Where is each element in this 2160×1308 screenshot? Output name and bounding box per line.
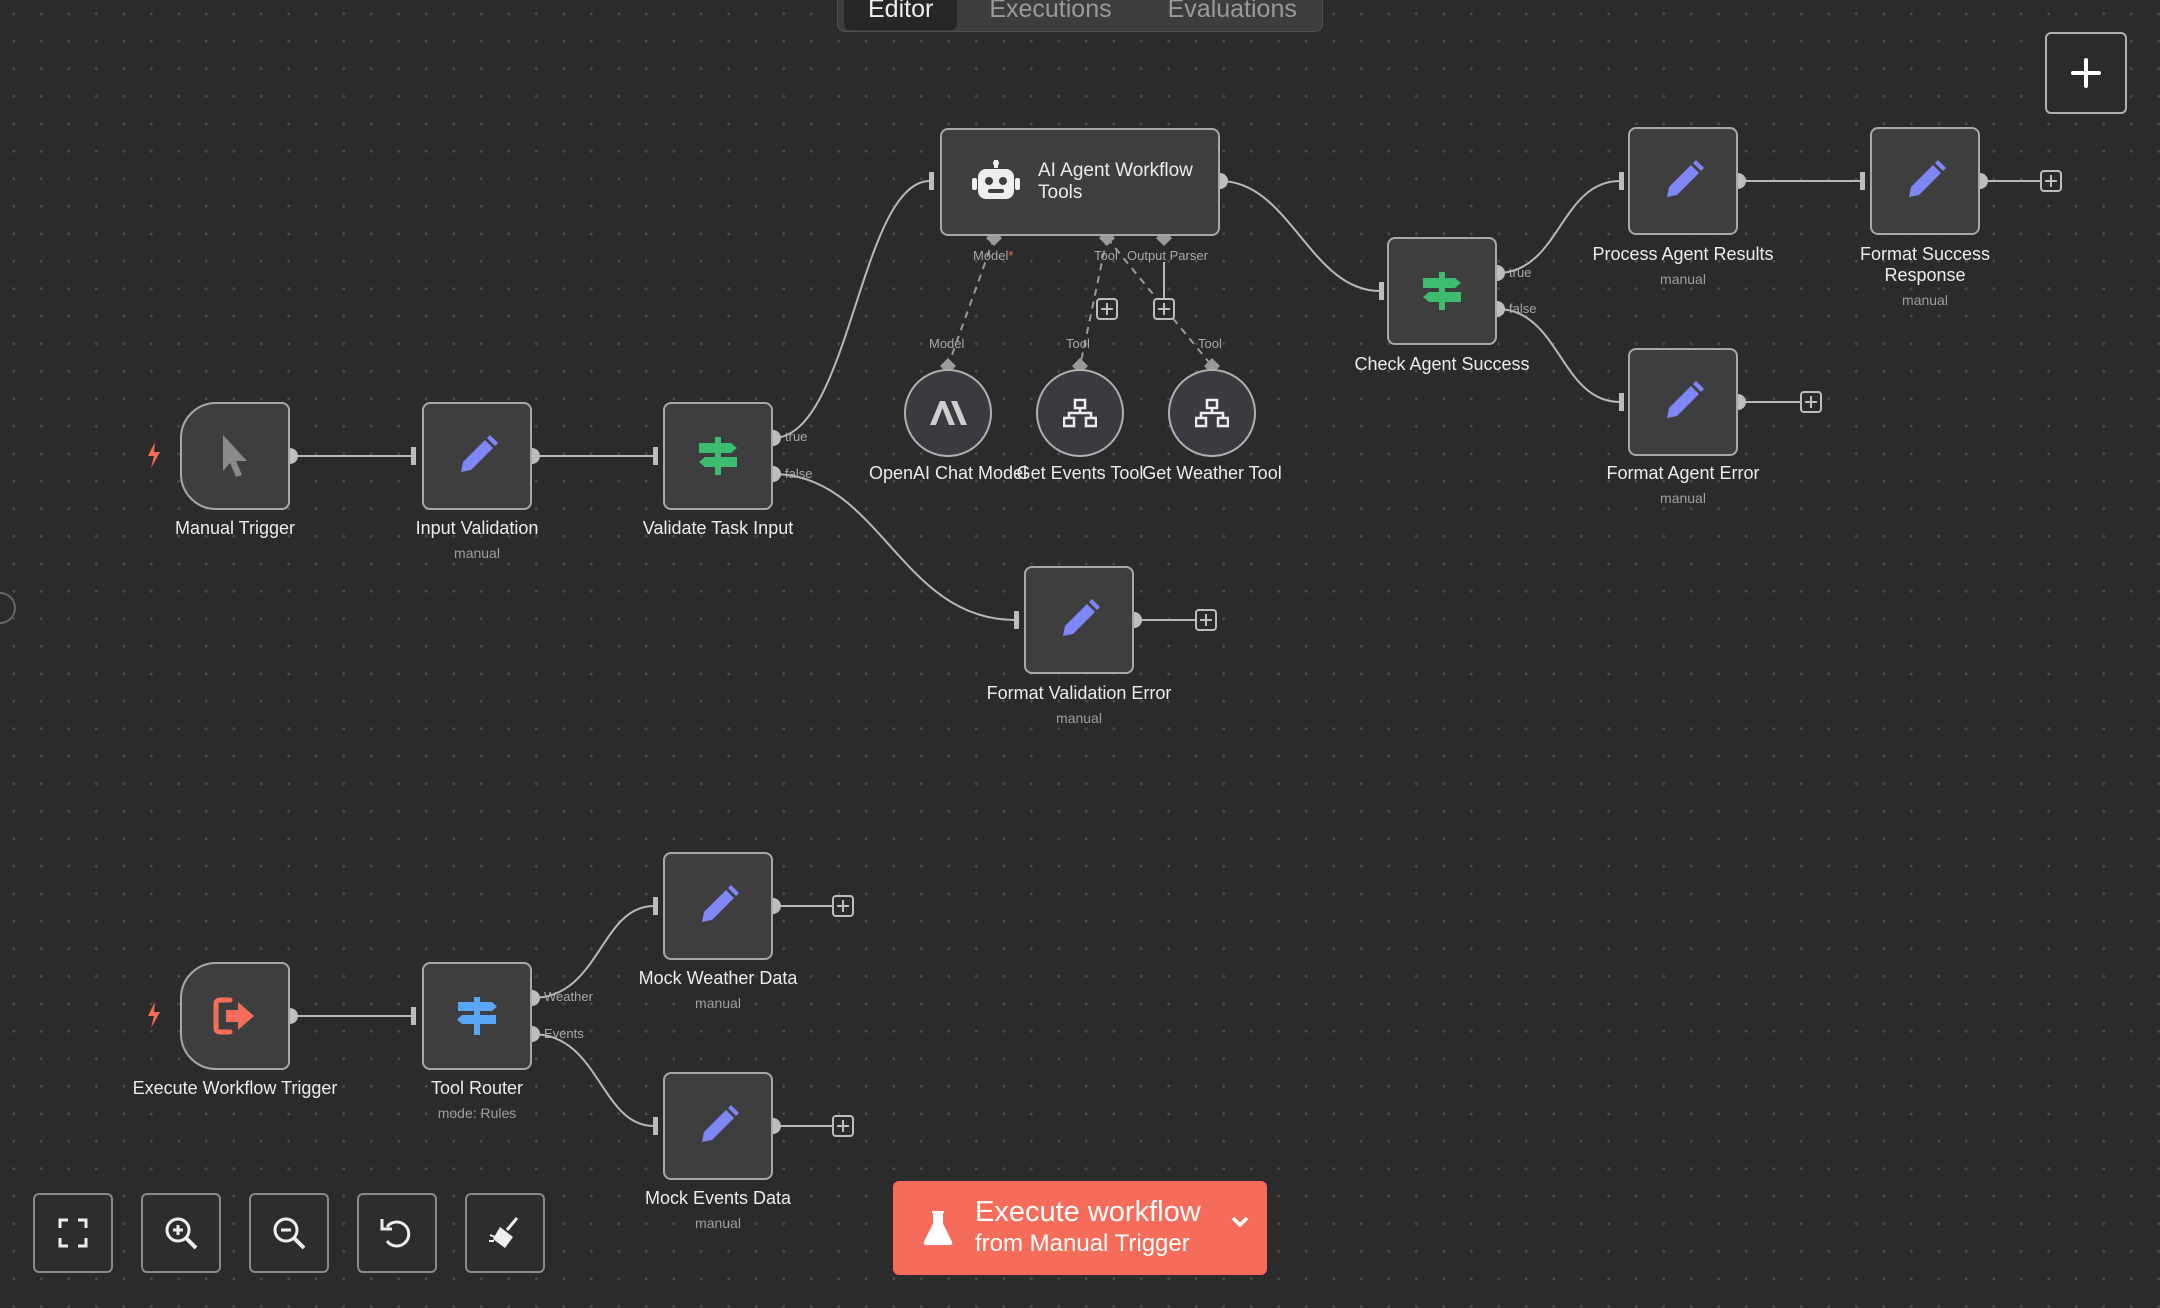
reset-zoom-button[interactable]	[357, 1193, 437, 1273]
node-label: AI Agent Workflow Tools	[1038, 160, 1193, 203]
if-branch-icon	[1423, 272, 1461, 310]
node-label: Format Agent Error	[1606, 463, 1760, 483]
node-label: Execute Workflow Trigger	[132, 1078, 338, 1098]
node-tool-router[interactable]	[422, 962, 532, 1070]
port-label-events: Events	[544, 1026, 584, 1041]
port-label-false: false	[1509, 301, 1537, 316]
node-label: Manual Trigger	[174, 518, 296, 538]
add-node-button[interactable]	[2045, 32, 2127, 114]
robot-icon	[972, 160, 1020, 199]
expand-icon	[58, 1218, 88, 1248]
pencil-icon	[1063, 599, 1100, 636]
port-label-true: true	[1509, 265, 1532, 280]
if-branch-icon	[699, 437, 737, 475]
node-input-validation[interactable]	[422, 402, 532, 510]
node-subtitle: manual	[1660, 271, 1706, 287]
node-subtitle: mode: Rules	[437, 1105, 517, 1121]
node-ai-agent[interactable]: AI Agent Workflow Tools	[940, 128, 1220, 236]
node-subtitle: manual	[1056, 710, 1102, 726]
node-mock-weather-data[interactable]	[663, 852, 773, 960]
port-label-true: true	[785, 429, 808, 444]
node-format-agent-error[interactable]	[1628, 348, 1738, 456]
node-validate-task-input[interactable]	[663, 402, 773, 510]
pencil-icon	[461, 435, 498, 472]
undo-icon	[380, 1219, 411, 1248]
chevron-down-icon[interactable]	[1229, 1211, 1251, 1233]
zoom-in-button[interactable]	[141, 1193, 221, 1273]
node-label: Validate Task Input	[642, 518, 794, 538]
pencil-icon	[702, 1105, 739, 1142]
switch-icon	[457, 997, 497, 1035]
port-label-false: false	[785, 466, 813, 481]
plus-icon	[2071, 58, 2101, 88]
node-subtitle: manual	[1902, 292, 1948, 308]
node-label: Mock Weather Data	[638, 968, 798, 988]
fit-view-button[interactable]	[33, 1193, 113, 1273]
view-tabs: Editor Executions Evaluations	[837, 0, 1323, 32]
execute-workflow-label: Execute workflow	[975, 1196, 1201, 1228]
execute-workflow-sublabel: from Manual Trigger	[975, 1230, 1190, 1257]
tidy-up-button[interactable]	[465, 1193, 545, 1273]
broom-icon	[489, 1217, 519, 1248]
pencil-icon	[1667, 381, 1704, 418]
node-label: Get Weather Tool	[1142, 463, 1282, 483]
node-execute-workflow-trigger[interactable]	[180, 962, 290, 1070]
anthropic-icon	[930, 401, 967, 425]
zoom-out-icon	[273, 1217, 306, 1250]
port-label-model: Model*	[973, 248, 1014, 263]
node-format-success-response[interactable]	[1870, 127, 1980, 235]
node-subtitle: manual	[695, 1215, 741, 1231]
node-format-validation-error[interactable]	[1024, 566, 1134, 674]
flask-icon	[923, 1211, 953, 1245]
node-label: Tool Router	[430, 1078, 524, 1098]
node-label: Input Validation	[415, 518, 539, 538]
node-check-agent-success[interactable]	[1387, 237, 1497, 345]
port-label-tool: Tool	[1066, 336, 1090, 351]
node-subtitle: manual	[454, 545, 500, 561]
zoom-in-icon	[165, 1217, 198, 1250]
node-label: Get Events Tool	[1016, 463, 1144, 483]
node-label: Process Agent Results	[1592, 244, 1774, 264]
port-label-weather: Weather	[544, 989, 593, 1004]
port-label-tool: Tool	[1094, 248, 1118, 263]
node-label: Format Success Response	[1859, 244, 1991, 285]
node-openai-chat-model[interactable]	[904, 369, 992, 457]
node-label: Check Agent Success	[1354, 354, 1530, 374]
trigger-bolt-icon	[148, 442, 160, 468]
sign-in-icon	[213, 997, 254, 1035]
sitemap-icon	[1063, 398, 1097, 428]
node-subtitle: manual	[1660, 490, 1706, 506]
sidebar-toggle[interactable]	[0, 592, 16, 624]
port-label-model: Model	[929, 336, 965, 351]
pencil-icon	[702, 885, 739, 922]
tab-editor[interactable]: Editor	[844, 0, 958, 30]
cursor-icon	[223, 435, 247, 477]
sitemap-icon	[1195, 398, 1229, 428]
node-process-agent-results[interactable]	[1628, 127, 1738, 235]
node-label: OpenAI Chat Model	[868, 463, 1028, 483]
trigger-bolt-icon	[148, 1002, 160, 1028]
tab-evaluations[interactable]: Evaluations	[1167, 0, 1297, 23]
node-manual-trigger[interactable]	[180, 402, 290, 510]
node-label: Mock Events Data	[644, 1188, 792, 1208]
node-mock-events-data[interactable]	[663, 1072, 773, 1180]
node-subtitle: manual	[695, 995, 741, 1011]
node-get-weather-tool[interactable]	[1168, 369, 1256, 457]
pencil-icon	[1667, 160, 1704, 197]
execute-workflow-button[interactable]: Execute workflow from Manual Trigger	[893, 1181, 1267, 1275]
node-label: Format Validation Error	[986, 683, 1172, 703]
pencil-icon	[1909, 160, 1946, 197]
node-get-events-tool[interactable]	[1036, 369, 1124, 457]
tab-executions[interactable]: Executions	[989, 0, 1112, 23]
port-label-tool: Tool	[1198, 336, 1222, 351]
port-label-output-parser: Output Parser	[1127, 248, 1208, 263]
zoom-out-button[interactable]	[249, 1193, 329, 1273]
